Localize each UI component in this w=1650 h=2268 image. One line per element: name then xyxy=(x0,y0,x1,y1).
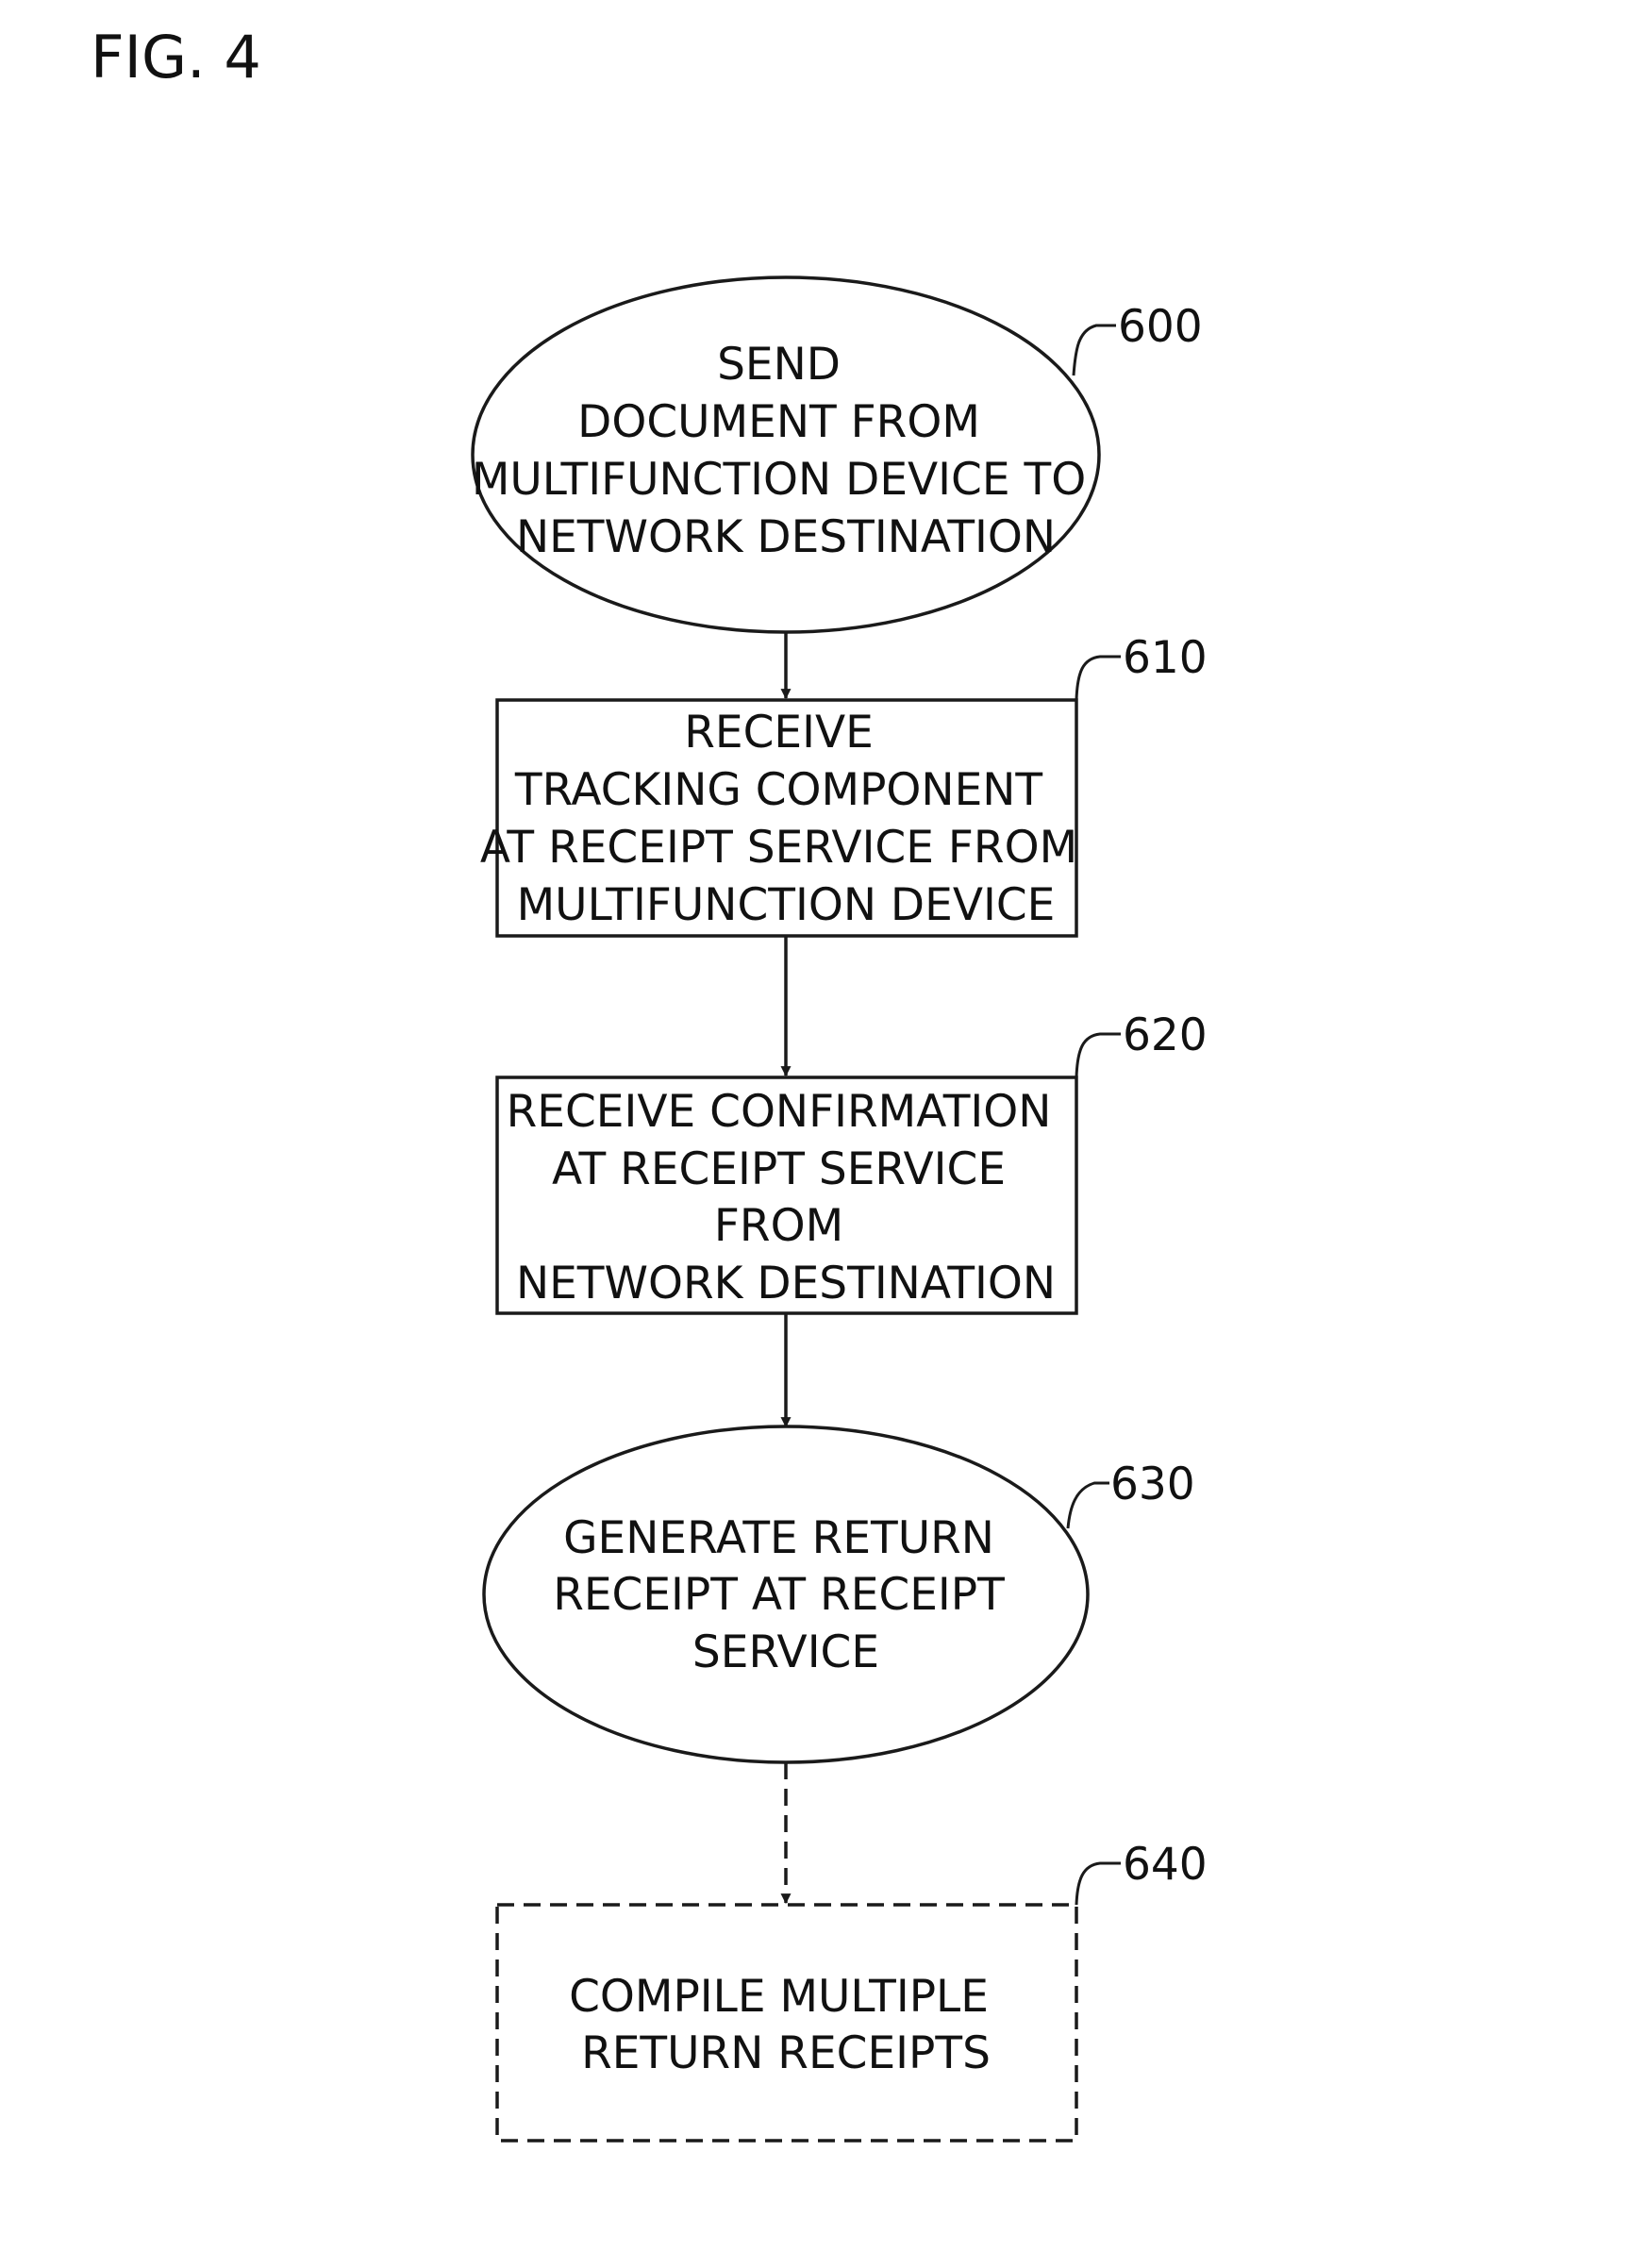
step-610-line-4: MULTIFUNCTION DEVICE xyxy=(517,879,1056,931)
step-610-line-2: TRACKING COMPONENT xyxy=(514,764,1043,816)
step-600-line-4: NETWORK DESTINATION xyxy=(516,511,1056,563)
figure-label: FIG. 4 xyxy=(91,23,261,92)
step-620: RECEIVE CONFIRMATION AT RECEIPT SERVICE … xyxy=(497,1009,1208,1313)
step-640-ref: 640 xyxy=(1123,1839,1208,1891)
step-640-line-2: RETURN RECEIPTS xyxy=(581,2027,991,2079)
step-640-leader xyxy=(1076,1863,1121,1905)
step-620-line-4: NETWORK DESTINATION xyxy=(516,1258,1056,1309)
step-610-line-3: AT RECEIPT SERVICE FROM xyxy=(480,822,1077,874)
step-610-ref: 610 xyxy=(1123,632,1208,684)
step-620-ref: 620 xyxy=(1123,1009,1208,1061)
step-640: COMPILE MULTIPLE RETURN RECEIPTS 640 xyxy=(497,1839,1208,2141)
step-630-line-1: GENERATE RETURN xyxy=(563,1512,994,1564)
step-600-line-1: SEND xyxy=(717,339,841,391)
step-610-line-1: RECEIVE xyxy=(684,707,874,759)
step-630-line-3: SERVICE xyxy=(692,1626,879,1678)
step-600: SEND DOCUMENT FROM MULTIFUNCTION DEVICE … xyxy=(472,277,1203,632)
step-610-leader xyxy=(1076,657,1121,700)
step-600-ref: 600 xyxy=(1118,301,1203,353)
step-640-box xyxy=(497,1905,1076,2141)
step-640-line-1: COMPILE MULTIPLE xyxy=(569,1971,989,2023)
step-610: RECEIVE TRACKING COMPONENT AT RECEIPT SE… xyxy=(480,632,1208,936)
step-630-leader xyxy=(1068,1483,1109,1528)
step-600-leader xyxy=(1074,325,1116,375)
step-620-line-3: FROM xyxy=(714,1200,843,1252)
step-600-line-2: DOCUMENT FROM xyxy=(577,396,980,448)
step-620-line-1: RECEIVE CONFIRMATION xyxy=(507,1086,1052,1138)
step-620-leader xyxy=(1076,1034,1121,1077)
step-620-line-2: AT RECEIPT SERVICE xyxy=(552,1143,1006,1195)
step-630-ref: 630 xyxy=(1110,1459,1195,1510)
step-600-line-3: MULTIFUNCTION DEVICE TO xyxy=(472,454,1086,506)
step-630-line-2: RECEIPT AT RECEIPT xyxy=(553,1569,1005,1621)
step-630: GENERATE RETURN RECEIPT AT RECEIPT SERVI… xyxy=(484,1426,1195,1762)
